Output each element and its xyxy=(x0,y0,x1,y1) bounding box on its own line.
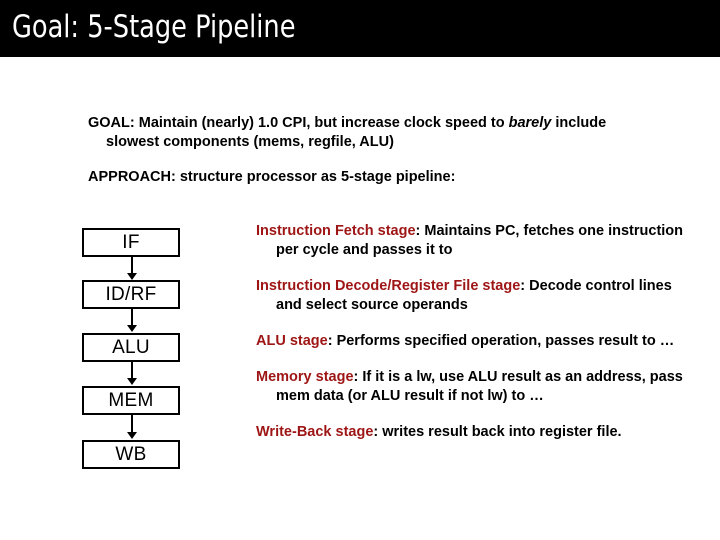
goal-text-part1: GOAL: Maintain (nearly) 1.0 CPI, but inc… xyxy=(88,115,509,131)
stage-box-mem[interactable]: MEM xyxy=(82,386,180,415)
stage-slot-if: IF xyxy=(82,228,180,257)
intro-block: GOAL: Maintain (nearly) 1.0 CPI, but inc… xyxy=(88,114,648,203)
stage-box-wb[interactable]: WB xyxy=(82,440,180,469)
stage-slot-wb: WB xyxy=(82,440,180,469)
stage-slot-mem: MEM xyxy=(82,386,180,415)
description-body-alu: : Performs specified operation, passes r… xyxy=(327,333,675,349)
description-idrf: Instruction Decode/Register File stage: … xyxy=(256,277,686,315)
description-heading-idrf: Instruction Decode/Register File stage xyxy=(256,278,521,294)
stage-box-if[interactable]: IF xyxy=(82,228,180,257)
description-wb: Write-Back stage: writes result back int… xyxy=(256,423,686,442)
description-body-if: : Maintains PC, fetches one instruction … xyxy=(276,223,684,258)
pipeline-arrow-2 xyxy=(127,309,137,332)
page-title: Goal: 5-Stage Pipeline xyxy=(12,9,296,45)
stage-box-alu[interactable]: ALU xyxy=(82,333,180,362)
description-if: Instruction Fetch stage: Maintains PC, f… xyxy=(256,222,686,260)
description-body-wb: : writes result back into register file. xyxy=(373,424,622,440)
goal-text-italic: barely xyxy=(508,115,552,131)
description-heading-alu: ALU stage xyxy=(256,333,328,349)
stage-descriptions: Instruction Fetch stage: Maintains PC, f… xyxy=(256,222,686,459)
pipeline-arrow-3 xyxy=(127,362,137,385)
description-body-idrf: : Decode control lines and select source… xyxy=(276,278,672,313)
pipeline-arrow-1 xyxy=(127,257,137,280)
arrow-head-icon xyxy=(127,273,137,280)
description-heading-if: Instruction Fetch stage xyxy=(256,223,416,239)
description-heading-mem: Memory stage xyxy=(256,369,354,385)
goal-text-part2: include slowest components (mems, regfil… xyxy=(106,115,607,150)
title-bar: Goal: 5-Stage Pipeline xyxy=(0,0,720,57)
stage-box-idrf[interactable]: ID/RF xyxy=(82,280,180,309)
description-mem: Memory stage: If it is a lw, use ALU res… xyxy=(256,368,686,406)
pipeline-arrow-4 xyxy=(127,415,137,439)
goal-paragraph: GOAL: Maintain (nearly) 1.0 CPI, but inc… xyxy=(88,114,648,152)
stage-slot-idrf: ID/RF xyxy=(82,280,180,309)
stage-slot-alu: ALU xyxy=(82,333,180,362)
description-heading-wb: Write-Back stage xyxy=(256,424,374,440)
arrow-head-icon xyxy=(127,378,137,385)
arrow-head-icon xyxy=(127,432,137,439)
approach-paragraph: APPROACH: structure processor as 5-stage… xyxy=(88,169,456,185)
description-alu: ALU stage: Performs specified operation,… xyxy=(256,332,686,351)
description-body-mem: : If it is a lw, use ALU result as an ad… xyxy=(276,369,683,404)
arrow-head-icon xyxy=(127,325,137,332)
